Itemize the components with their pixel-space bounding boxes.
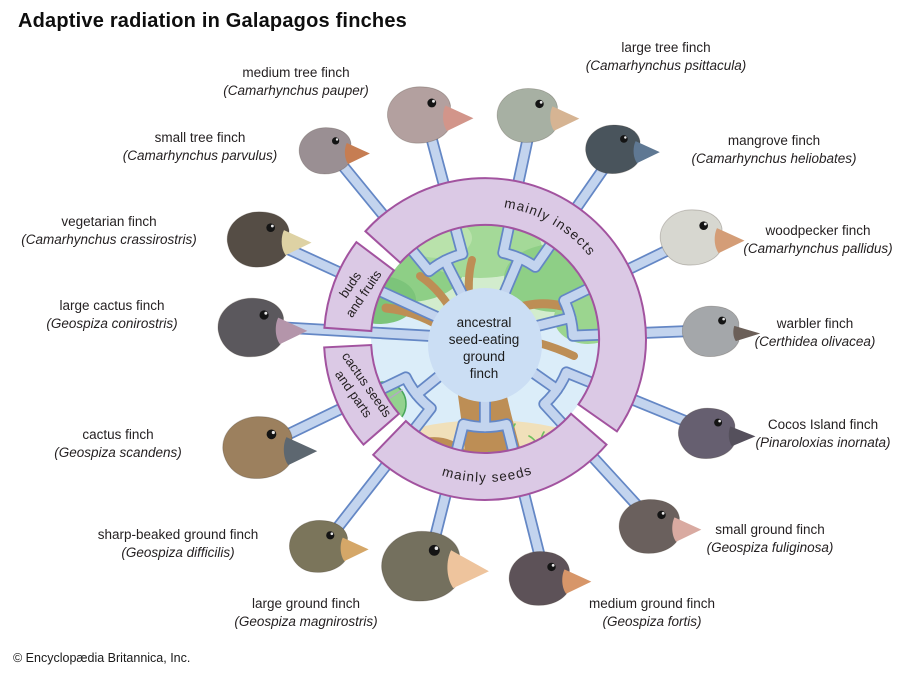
finch-label-cactus-finch: cactus finch (Geospiza scandens) [54, 427, 182, 460]
copyright-notice: © Encyclopædia Britannica, Inc. [13, 651, 191, 665]
finch-label-small-tree-finch: small tree finch (Camarhynchus parvulus) [122, 130, 278, 163]
finch-label-warbler-finch: warbler finch (Certhidea olivacea) [754, 316, 876, 349]
finch-label-large-cactus-finch: large cactus finch (Geospiza conirostris… [46, 298, 178, 331]
finch-head-small-ground-finch [606, 493, 704, 558]
svg-text:ancestral: ancestral [457, 315, 512, 330]
svg-text:finch: finch [470, 366, 499, 381]
svg-text:ground: ground [463, 349, 505, 364]
finch-head-warbler-finch [670, 300, 762, 361]
svg-text:seed-eating: seed-eating [449, 332, 520, 347]
finch-head-woodpecker-finch [647, 203, 747, 270]
finch-label-mangrove-finch: mangrove finch (Camarhynchus heliobates) [691, 133, 857, 166]
finch-label-woodpecker-finch: woodpecker finch (Camarhynchus pallidus) [743, 223, 893, 256]
finch-label-small-ground-finch: small ground finch (Geospiza fuliginosa) [706, 522, 834, 555]
ring-segment-mainly-seeds [371, 412, 608, 501]
finch-head-cocos-island-finch [666, 402, 758, 463]
finch-label-cocos-island-finch: Cocos Island finch (Pinaroloxias inornat… [755, 417, 891, 450]
finch-head-small-tree-finch [288, 122, 372, 178]
finch-head-mangrove-finch [574, 119, 662, 178]
finch-label-medium-ground-finch: medium ground finch (Geospiza fortis) [588, 596, 716, 629]
ring-segment-cactus-seeds [323, 343, 401, 447]
finch-label-large-ground-finch: large ground finch (Geospiza magnirostri… [234, 596, 378, 629]
diet-ring [323, 177, 647, 501]
center-label: ancestral seed-eating ground finch [449, 315, 520, 381]
finch-head-medium-ground-finch [496, 545, 594, 610]
finch-label-large-tree-finch: large tree finch (Camarhynchus psittacul… [585, 40, 747, 73]
center-circle [428, 288, 542, 402]
finch-head-medium-tree-finch [374, 80, 476, 148]
finch-head-large-tree-finch [484, 82, 582, 147]
finch-label-sharp-beaked-ground-finch: sharp-beaked ground finch (Geospiza diff… [97, 527, 259, 560]
finch-label-medium-tree-finch: medium tree finch (Camarhynchus pauper) [223, 65, 369, 98]
finch-head-cactus-finch [208, 409, 320, 484]
finch-label-vegetarian-finch: vegetarian finch (Camarhynchus crassiros… [21, 214, 197, 247]
finch-head-sharp-beaked-ground-finch [277, 514, 371, 577]
page-title: Adaptive radiation in Galapagos finches [18, 10, 407, 32]
ring-segment-mainly-insects [363, 177, 647, 433]
ring-segment-buds-and-fruits [323, 240, 396, 333]
finch-head-vegetarian-finch [214, 205, 314, 272]
finch-head-large-ground-finch [365, 523, 491, 607]
finch-head-large-cactus-finch [204, 291, 310, 362]
